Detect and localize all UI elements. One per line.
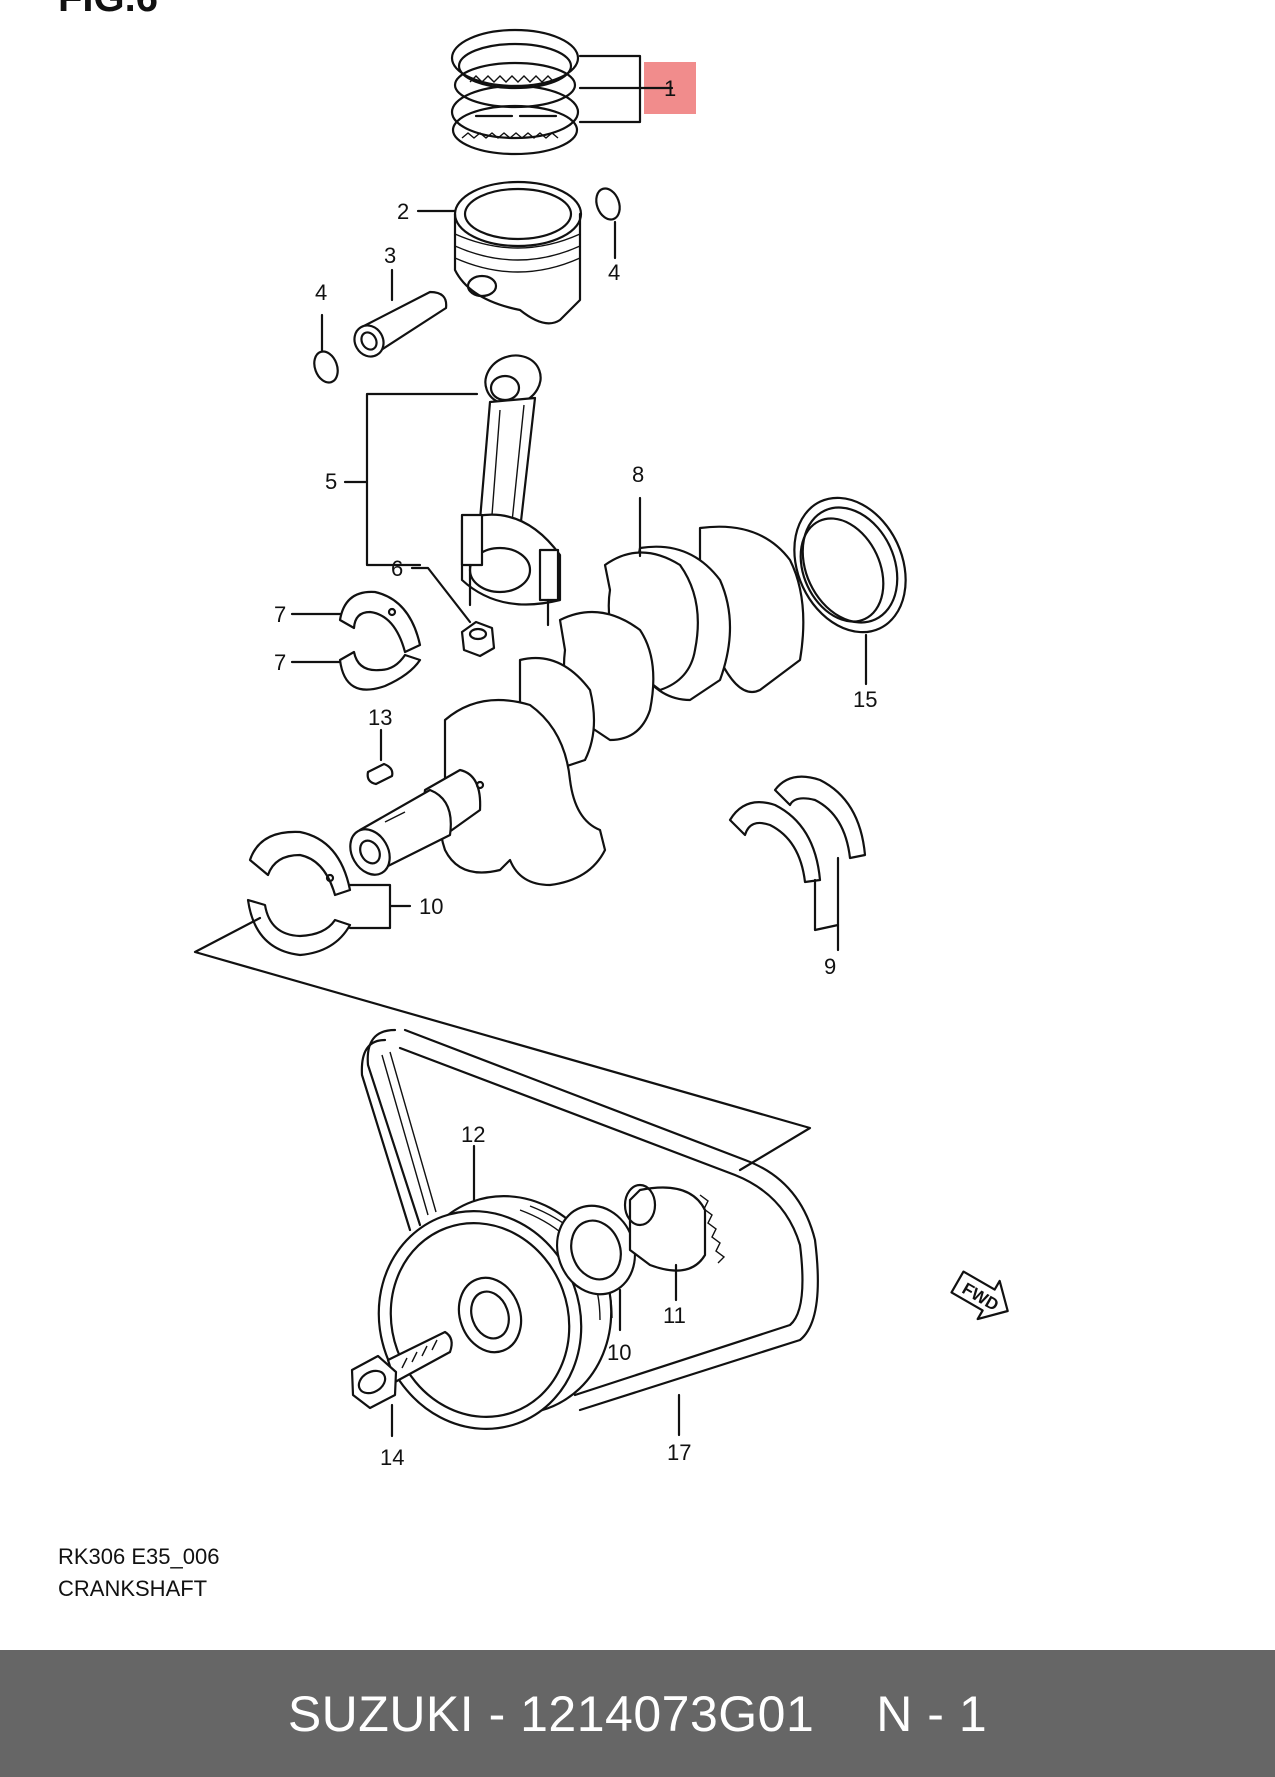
callout-label[interactable]: 7 [274,602,286,627]
crankshaft-pulley-bolt[interactable] [350,1330,453,1410]
part-info-bar: SUZUKI - 1214073G01 N - 1 [0,1650,1275,1777]
piston-ring-set[interactable] [450,28,580,156]
quantity-label: N - 1 [876,1685,988,1742]
callout-label[interactable]: 8 [632,462,644,487]
callout-label[interactable]: 9 [824,954,836,979]
diagram-code: RK306 E35_006 [58,1544,220,1569]
exploded-parts-diagram: 1 2 4 3 4 5 6 [193,28,1009,1470]
diagram-name: CRANKSHAFT [58,1576,208,1601]
part-number[interactable]: 1214073G01 [520,1685,815,1742]
piston[interactable] [453,180,583,325]
piston-pin[interactable] [349,290,448,362]
connecting-rod[interactable] [460,348,562,627]
crankshaft-key[interactable] [366,762,394,786]
callout-label[interactable]: 15 [853,687,877,712]
connecting-rod-bearing[interactable] [338,590,422,691]
callout-label[interactable]: 2 [397,199,409,224]
callout-label[interactable]: 14 [380,1445,404,1470]
piston-pin-circlip[interactable] [592,185,624,223]
callout-label[interactable]: 5 [325,469,337,494]
drive-belt[interactable] [360,1028,819,1412]
callout-label[interactable]: 4 [315,280,327,305]
callout-label[interactable]: 3 [384,243,396,268]
callout-label[interactable]: 1 [664,76,676,101]
connecting-rod-nut[interactable] [460,620,496,658]
thrust-bearing[interactable] [246,830,352,957]
callout-label[interactable]: 7 [274,650,286,675]
separator: - [474,1685,521,1742]
callout-label[interactable]: 10 [419,894,443,919]
callout-label[interactable]: 4 [608,260,620,285]
callout-label[interactable]: 10 [607,1340,631,1365]
fwd-arrow-icon: FWD [950,1270,1009,1321]
crankshaft-main-bearing[interactable] [728,775,867,932]
crankshaft-oil-seal[interactable] [773,480,926,651]
callout-label[interactable]: 6 [391,556,403,581]
figure-title: FIG.6 [58,0,158,21]
piston-pin-circlip[interactable] [310,348,342,386]
section-leader [193,916,812,1172]
crankshaft-timing-sprocket[interactable] [623,1183,726,1272]
callout-label[interactable]: 12 [461,1122,485,1147]
callout-label[interactable]: 13 [368,705,392,730]
brand-name: SUZUKI [287,1685,475,1742]
callout-label[interactable]: 17 [667,1440,691,1465]
callout-label[interactable]: 11 [663,1303,686,1328]
crankshaft[interactable] [342,525,805,887]
